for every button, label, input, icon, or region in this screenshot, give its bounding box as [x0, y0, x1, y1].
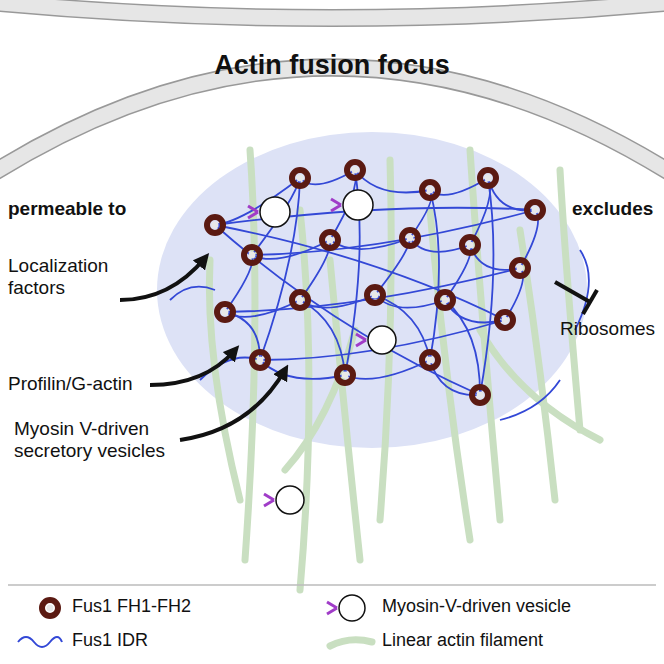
inhibition-line: [555, 282, 590, 302]
fh1-fh2-dimer: [292, 292, 308, 308]
fh1-fh2-dimer: [337, 367, 353, 383]
idr-strand: [345, 360, 430, 379]
fh1-fh2-core: [467, 242, 474, 249]
secretory-vesicle: [339, 595, 365, 621]
legend-idr: [18, 637, 62, 647]
fh1-fh2-core: [297, 175, 304, 182]
fh1-fh2-core: [222, 309, 229, 316]
legend-text: Myosin-V-driven vesicle: [382, 596, 571, 617]
myosin-v: [327, 602, 337, 614]
fh1-fh2-core: [427, 187, 434, 194]
fh1-fh2-core: [502, 317, 509, 324]
idr-strand: [215, 225, 480, 395]
formin-dimers: [207, 162, 543, 403]
idr-network: [170, 170, 589, 420]
fh1-fh2-core: [427, 357, 434, 364]
fh1-fh2-dimer: [462, 237, 478, 253]
fh1-fh2-core: [342, 372, 349, 379]
fh1-fh2-dimer: [402, 230, 418, 246]
molecule-label: Profilin/G-actin: [8, 373, 158, 395]
fh1-fh2-core: [442, 297, 449, 304]
secretory-vesicle: [368, 326, 396, 354]
legend-filament: [330, 640, 372, 646]
entry-arrow: [120, 258, 205, 300]
idr-strand: [260, 178, 300, 360]
actin-filament: [300, 210, 309, 590]
secretory-vesicle: [260, 197, 290, 227]
cell-wall: [0, 2, 664, 18]
idr-strand: [355, 170, 430, 193]
fh1-fh2-core: [485, 175, 492, 182]
figure-title: Actin fusion focus: [132, 50, 532, 81]
fh1-fh2-core: [517, 265, 524, 272]
fh1-fh2-dimer: [472, 387, 488, 403]
idr-strand: [260, 320, 505, 360]
legend-rule: [8, 584, 656, 586]
fh1-fh2-dimer: [207, 217, 223, 233]
myosin-v: [264, 494, 274, 506]
idr-strand: [260, 360, 345, 379]
cell-wall: [0, 2, 664, 18]
entry-arrow: [180, 370, 285, 440]
fh1-fh2-dimer: [252, 352, 268, 368]
legend-text: Linear actin filament: [382, 630, 543, 651]
fh1-fh2-dimer: [422, 352, 438, 368]
legend-text: Fus1 FH1-FH2: [72, 596, 191, 617]
vesicles: [248, 190, 396, 514]
secretory-vesicle: [343, 190, 373, 220]
fh1-fh2-core: [249, 252, 256, 259]
entry-arrow: [150, 350, 235, 385]
idr-strand: [430, 190, 439, 360]
fh1-fh2-core: [352, 167, 359, 174]
legend-text: Fus1 IDR: [72, 630, 148, 651]
actin-filaments: [209, 150, 600, 590]
fh1-fh2-dimer: [244, 247, 260, 263]
fh1-fh2-core: [47, 605, 54, 612]
fh1-fh2-core: [327, 237, 334, 244]
idr-strand: [225, 300, 300, 317]
fh1-fh2-core: [297, 297, 304, 304]
idr-strand: [330, 238, 410, 249]
fh1-fh2-dimer: [347, 162, 363, 178]
fh1-fh2-dimer: [292, 170, 308, 186]
group-heading: permeable to: [8, 198, 148, 220]
fh1-fh2-dimer: [322, 232, 338, 248]
fh1-fh2-dimer: [512, 260, 528, 276]
group-heading: excludes: [572, 198, 662, 220]
molecule-label: Localization factors: [8, 255, 128, 299]
fh1-fh2-dimer: [437, 292, 453, 308]
myosin-v: [356, 334, 366, 346]
fh1-fh2-dimer: [422, 182, 438, 198]
idr-strand: [170, 287, 215, 300]
myosin-v: [248, 206, 258, 218]
fh1-fh2-core: [477, 392, 484, 399]
fh1-fh2-dimer: [527, 202, 543, 218]
fh1-fh2-dimer: [367, 287, 383, 303]
legend-symbols: [18, 595, 372, 647]
myosin-v: [331, 199, 341, 211]
actin-filament: [285, 330, 355, 470]
inhibition-bar: [583, 290, 597, 314]
idr-strand: [300, 300, 345, 375]
fh1-fh2-core: [372, 292, 379, 299]
idr-strand: [480, 178, 493, 395]
fh1-fh2-core: [532, 207, 539, 214]
fh1-fh2-core: [407, 235, 414, 242]
fh1-fh2-dimer: [42, 600, 58, 616]
vesicle-label: Myosin V-driven secretory vesicles: [14, 418, 184, 462]
fh1-fh2-dimer: [497, 312, 513, 328]
molecule-label: Ribosomes: [560, 318, 664, 340]
fh1-fh2-core: [257, 357, 264, 364]
secretory-vesicle: [276, 486, 304, 514]
fh1-fh2-dimer: [480, 170, 496, 186]
fh1-fh2-core: [212, 222, 219, 229]
fh1-fh2-dimer: [217, 304, 233, 320]
actin-filament: [480, 330, 600, 440]
idr-strand: [500, 380, 560, 420]
